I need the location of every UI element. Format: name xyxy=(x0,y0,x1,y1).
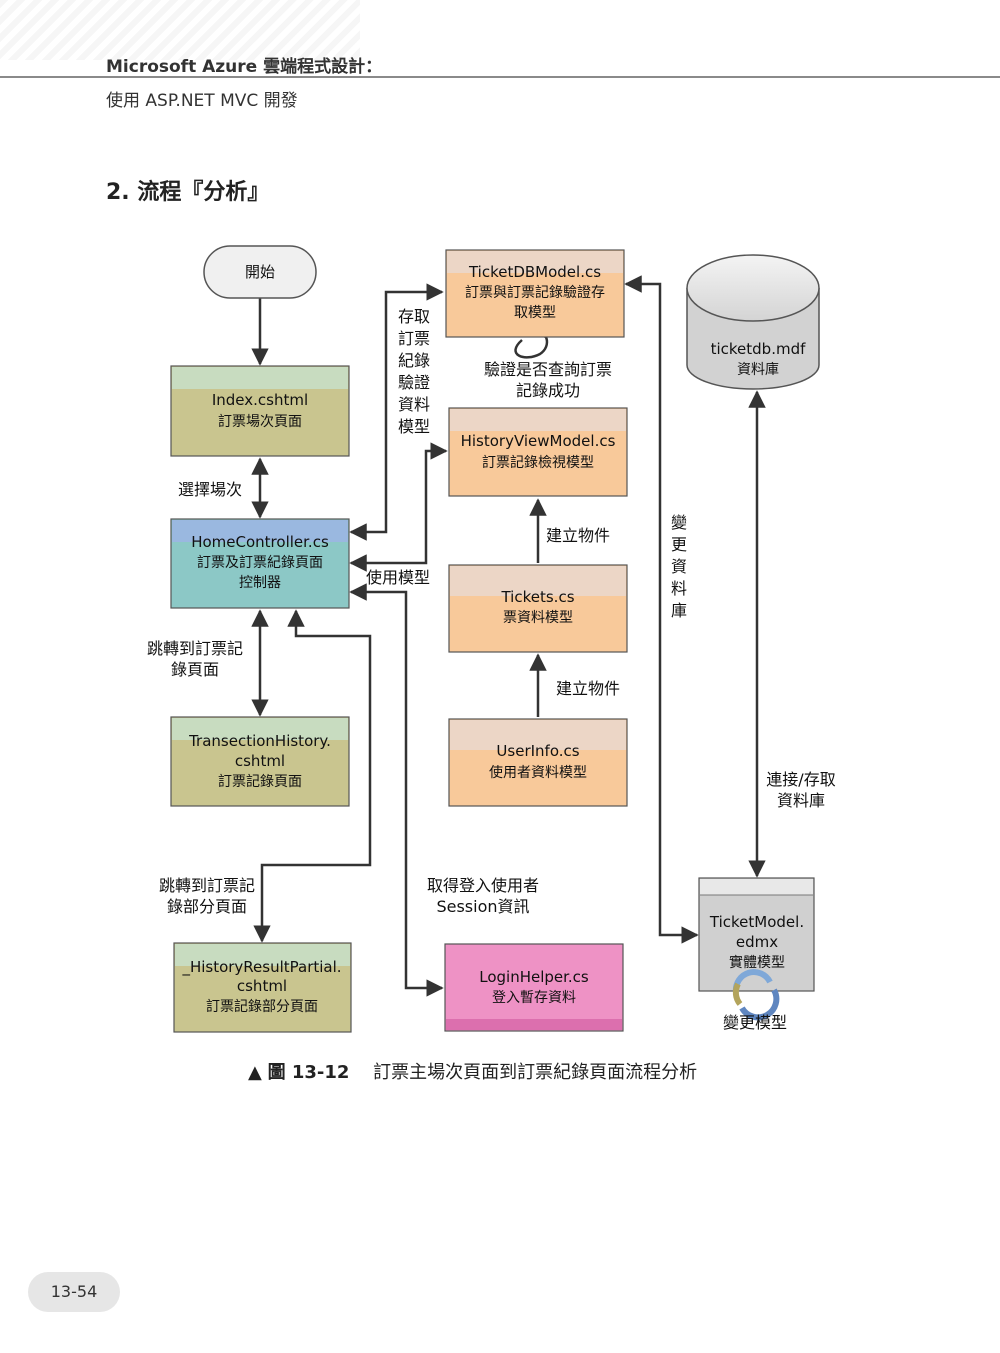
caption-text: 訂票主場次頁面到訂票紀錄頁面流程分析 xyxy=(373,1062,698,1083)
edge-labels: 選擇場次 跳轉到訂票記 錄頁面 跳轉到訂票記 錄部分頁面 存取 訂票 紀錄 驗證… xyxy=(147,307,836,1032)
node-login-helper: LoginHelper.cs 登入暫存資料 xyxy=(444,943,624,1032)
edges xyxy=(251,275,766,997)
partial-name-2: cshtml xyxy=(237,977,287,995)
home-desc-2: 控制器 xyxy=(239,575,281,591)
label-access-3: 紀錄 xyxy=(398,351,430,370)
label-create-obj-2: 建立物件 xyxy=(556,679,620,698)
book-subtitle: 使用 ASP.NET MVC 開發 xyxy=(106,91,298,111)
userinfo-desc: 使用者資料模型 xyxy=(489,764,587,781)
node-history-viewmodel: HistoryViewModel.cs 訂票記錄檢視模型 xyxy=(448,407,628,497)
node-home-controller: HomeController.cs 訂票及訂票紀錄頁面 控制器 xyxy=(170,518,350,609)
edge-ticketdbmodel-ticketmodel xyxy=(624,275,699,944)
database-name: ticketdb.mdf xyxy=(711,340,807,358)
label-jump-partial-1: 跳轉到訂票記 xyxy=(159,876,255,895)
node-index-view: Index.cshtml 訂票場次頁面 xyxy=(170,365,350,457)
partial-name-1: _HistoryResultPartial. xyxy=(181,958,341,977)
ticketmodel-name-2: edmx xyxy=(736,933,778,951)
index-name: Index.cshtml xyxy=(212,391,308,409)
node-database: ticketdb.mdf 資料庫 xyxy=(686,254,820,390)
caption-marker-icon: ▲ xyxy=(248,1062,262,1083)
ticketdb-desc-1: 訂票與訂票記錄驗證存 xyxy=(465,284,605,301)
label-connect-db-2: 資料庫 xyxy=(777,791,825,810)
figure-caption: ▲ 圖 13-12 訂票主場次頁面到訂票紀錄頁面流程分析 xyxy=(248,1058,697,1084)
label-jump-history-2: 錄頁面 xyxy=(171,660,219,679)
node-ticketdb-model: TicketDBModel.cs 訂票與訂票記錄驗證存 取模型 xyxy=(445,249,625,338)
database-desc: 資料庫 xyxy=(737,361,779,378)
userinfo-name: UserInfo.cs xyxy=(496,742,579,760)
label-access-4: 驗證 xyxy=(398,373,430,392)
ticketdb-name: TicketDBModel.cs xyxy=(468,263,601,281)
label-get-login-1: 取得登入使用者 xyxy=(427,876,539,895)
login-helper-desc: 登入暫存資料 xyxy=(492,990,576,1006)
transection-name-1: TransectionHistory. xyxy=(188,732,331,750)
label-use-model: 使用模型 xyxy=(366,568,430,587)
node-tickets-model: Tickets.cs 票資料模型 xyxy=(448,564,628,653)
label-change-db-2: 更 xyxy=(671,535,687,554)
label-change-db-5: 庫 xyxy=(671,601,687,620)
tickets-desc: 票資料模型 xyxy=(503,610,573,626)
label-jump-partial-2: 錄部分頁面 xyxy=(167,897,247,916)
edge-home-historyvm xyxy=(349,442,448,572)
section-title: 2. 流程『分析』 xyxy=(106,180,270,205)
node-userinfo-model: UserInfo.cs 使用者資料模型 xyxy=(448,718,628,807)
ticketdb-desc-2: 取模型 xyxy=(514,305,556,321)
partial-desc: 訂票記錄部分頁面 xyxy=(206,998,318,1015)
node-transection-view: TransectionHistory. cshtml 訂票記錄頁面 xyxy=(170,716,350,807)
home-name: HomeController.cs xyxy=(191,533,329,551)
book-title: Microsoft Azure 雲端程式設計： xyxy=(106,57,383,77)
label-access-1: 存取 xyxy=(398,307,430,326)
label-change-db-4: 料 xyxy=(671,579,687,598)
caption-number: 圖 13-12 xyxy=(267,1062,350,1083)
header-decoration xyxy=(0,0,360,60)
label-access-2: 訂票 xyxy=(398,329,430,348)
ticketmodel-name-1: TicketModel. xyxy=(709,913,804,931)
edge-home-loginhelper xyxy=(349,583,444,997)
label-validate-1: 驗證是否查詢訂票 xyxy=(484,360,612,379)
index-desc: 訂票場次頁面 xyxy=(218,414,302,430)
historyvm-name: HistoryViewModel.cs xyxy=(461,432,616,450)
label-validate-2: 記錄成功 xyxy=(516,381,580,400)
label-select-session: 選擇場次 xyxy=(178,480,242,499)
start-label: 開始 xyxy=(245,263,275,281)
ticketmodel-desc: 實體模型 xyxy=(729,954,785,971)
node-start: 開始 xyxy=(203,245,317,299)
transection-name-2: cshtml xyxy=(235,752,285,770)
label-change-model: 變更模型 xyxy=(723,1013,787,1032)
label-connect-db-1: 連接/存取 xyxy=(766,770,835,789)
label-get-login-2: Session資訊 xyxy=(436,897,529,916)
label-change-db-1: 變 xyxy=(671,513,687,532)
label-change-db-3: 資 xyxy=(671,557,687,576)
refresh-icon xyxy=(732,969,780,1021)
tickets-name: Tickets.cs xyxy=(500,588,574,606)
node-history-partial-view: _HistoryResultPartial. cshtml 訂票記錄部分頁面 xyxy=(173,942,352,1033)
label-access-5: 資料 xyxy=(398,395,430,414)
label-jump-history-1: 跳轉到訂票記 xyxy=(147,639,243,658)
login-helper-name: LoginHelper.cs xyxy=(479,968,589,986)
label-access-6: 模型 xyxy=(398,417,430,436)
transection-desc: 訂票記錄頁面 xyxy=(218,773,302,790)
historyvm-desc: 訂票記錄檢視模型 xyxy=(482,454,594,471)
header-divider xyxy=(0,76,1000,78)
page-number: 13-54 xyxy=(28,1272,120,1312)
home-desc-1: 訂票及訂票紀錄頁面 xyxy=(197,555,323,571)
node-ticket-model-edmx: TicketModel. edmx 實體模型 xyxy=(698,877,815,1021)
label-create-obj-1: 建立物件 xyxy=(546,526,610,545)
